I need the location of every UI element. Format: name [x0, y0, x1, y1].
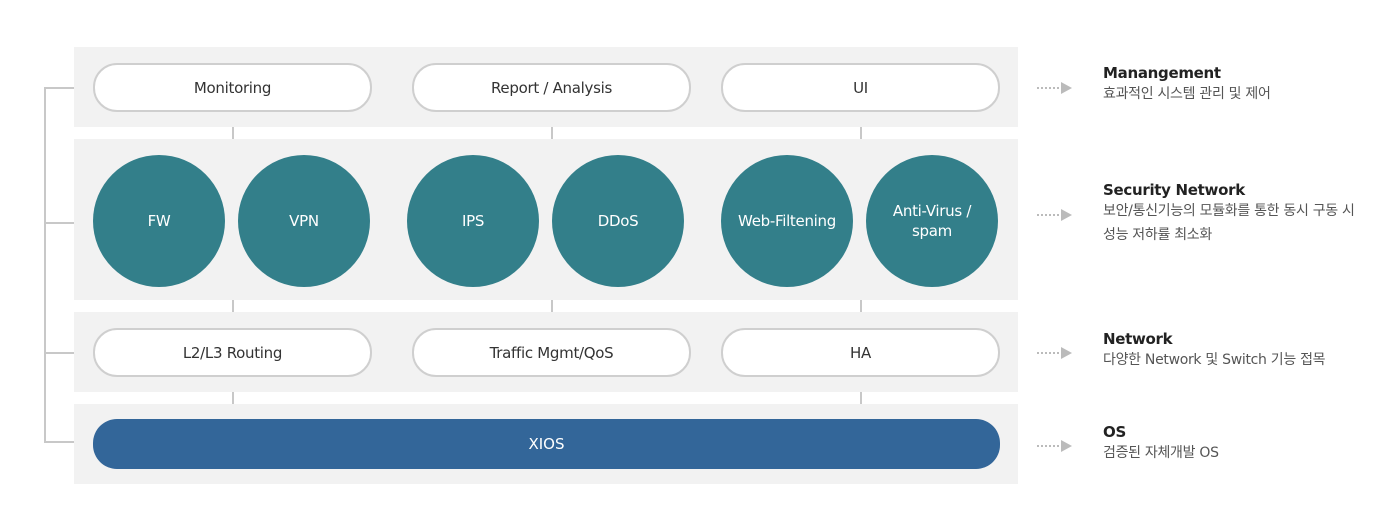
- dotted-arrow-icon: [1037, 82, 1072, 94]
- bracket-tick-management: [44, 87, 74, 89]
- os-desc: 검증된 자체개발 OS: [1103, 445, 1219, 461]
- connector: [860, 127, 862, 139]
- security-desc: 보안/통신기능의 모듈화를 통한 동시 구동 시 성능 저하률 최소화: [1103, 203, 1355, 243]
- dotted-arrow-icon: [1037, 440, 1072, 452]
- connector: [551, 127, 553, 139]
- left-bracket-line: [44, 87, 46, 442]
- ips-circle: IPS: [407, 155, 539, 287]
- network-title: Network: [1103, 330, 1173, 348]
- connector: [551, 300, 553, 312]
- security-title: Security Network: [1103, 181, 1245, 199]
- monitoring-pill: Monitoring: [93, 63, 372, 112]
- fw-circle: FW: [93, 155, 225, 287]
- vpn-circle: VPN: [238, 155, 370, 287]
- connector: [232, 300, 234, 312]
- management-description: Manangement 효과적인 시스템 관리 및 제어: [1103, 64, 1393, 106]
- bracket-tick-network: [44, 352, 74, 354]
- report-analysis-pill: Report / Analysis: [412, 63, 691, 112]
- network-description: Network 다양한 Network 및 Switch 기능 접목: [1103, 330, 1393, 372]
- dotted-arrow-icon: [1037, 209, 1072, 221]
- management-title: Manangement: [1103, 64, 1221, 82]
- security-description: Security Network 보안/통신기능의 모듈화를 통한 동시 구동 …: [1103, 181, 1393, 247]
- xios-bar: XIOS: [93, 419, 1000, 469]
- bracket-tick-security: [44, 222, 74, 224]
- anti-virus-spam-circle: Anti-Virus / spam: [866, 155, 998, 287]
- dotted-arrow-icon: [1037, 347, 1072, 359]
- web-filtering-circle: Web-Filtening: [721, 155, 853, 287]
- os-title: OS: [1103, 423, 1126, 441]
- security-band: [74, 139, 1018, 300]
- bracket-tick-os: [44, 441, 74, 443]
- os-description: OS 검증된 자체개발 OS: [1103, 423, 1393, 465]
- connector: [232, 392, 234, 404]
- connector: [232, 127, 234, 139]
- l2-l3-routing-pill: L2/L3 Routing: [93, 328, 372, 377]
- ddos-circle: DDoS: [552, 155, 684, 287]
- ha-pill: HA: [721, 328, 1000, 377]
- management-desc: 효과적인 시스템 관리 및 제어: [1103, 86, 1271, 102]
- connector: [860, 392, 862, 404]
- connector: [860, 300, 862, 312]
- network-desc: 다양한 Network 및 Switch 기능 접목: [1103, 352, 1326, 368]
- traffic-mgmt-qos-pill: Traffic Mgmt/QoS: [412, 328, 691, 377]
- ui-pill: UI: [721, 63, 1000, 112]
